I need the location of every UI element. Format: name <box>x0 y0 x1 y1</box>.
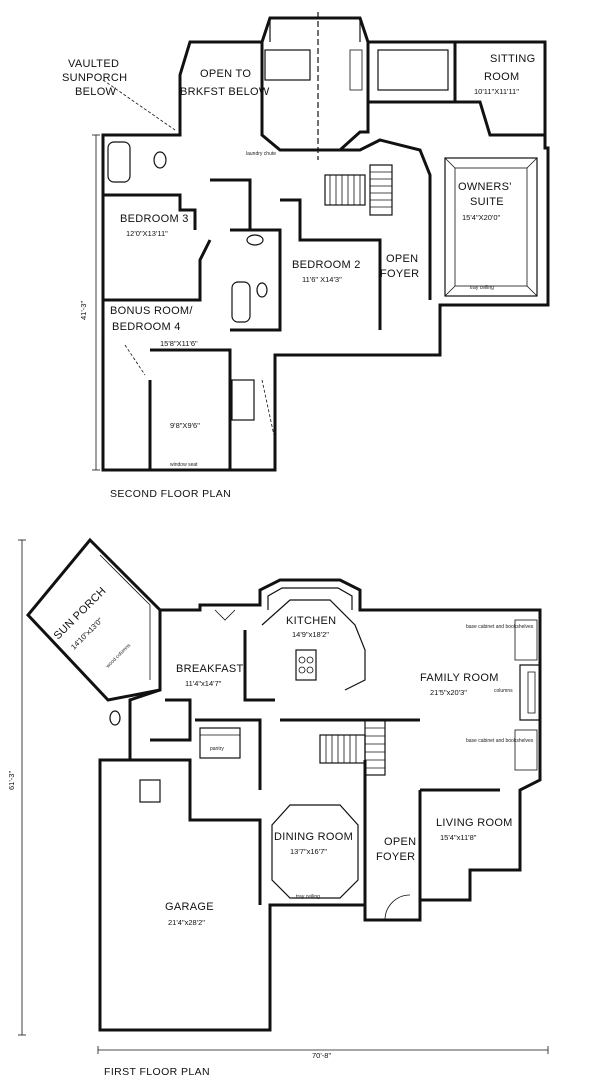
second-floor-outer-wall <box>101 16 550 472</box>
label-bedroom-2: BEDROOM 2 <box>292 259 361 271</box>
label-garage: GARAGE <box>165 901 214 913</box>
label-sunporch: SUNPORCH <box>62 72 127 84</box>
label-suite: SUITE <box>470 196 504 208</box>
label-foyer: FOYER <box>380 268 419 280</box>
base-cabinet-note-top: base cabinet and bookshelves <box>466 624 534 630</box>
kitchen-island <box>295 649 317 681</box>
first-floor-outer-wall <box>98 578 542 1032</box>
second-floor-caption: SECOND FLOOR PLAN <box>110 488 231 500</box>
first-floor-caption: FIRST FLOOR PLAN <box>104 1066 210 1078</box>
family-room-dimensions: 21'5"x20'3" <box>430 688 467 697</box>
small-room-dimensions: 9'8"X9'6" <box>170 421 200 430</box>
label-owners: OWNERS' <box>458 181 512 193</box>
bathtub-icon <box>107 141 131 183</box>
pantry <box>199 727 241 759</box>
sink-icon <box>246 234 264 246</box>
tray-ceiling-note: tray ceiling <box>470 285 494 291</box>
breakfast-dimensions: 11'4"x14'7" <box>185 679 222 688</box>
label-bonus-room: BONUS ROOM/ <box>110 305 193 317</box>
bedroom-3-dimensions: 12'0"X13'11" <box>126 229 168 238</box>
label-vaulted: VAULTED <box>68 58 119 70</box>
first-floor-bottom-dimension: 70'-8" <box>312 1051 331 1060</box>
second-floor-stairs <box>324 164 393 216</box>
label-kitchen: KITCHEN <box>286 615 336 627</box>
fireplace <box>519 664 541 721</box>
label-living-room: LIVING ROOM <box>436 817 513 829</box>
label-sitting-room: ROOM <box>484 71 519 83</box>
bedroom-2-dimensions: 11'6" X14'3" <box>302 275 342 284</box>
label-open-to: OPEN TO <box>200 68 251 80</box>
label-bedroom-4: BEDROOM 4 <box>112 321 181 333</box>
label-brkfst-below: BRKFST BELOW <box>180 86 270 98</box>
first-floor-plan <box>18 537 549 1054</box>
label-open: OPEN <box>384 836 416 848</box>
first-floor-stairs <box>319 719 386 776</box>
laundry-chute-note: laundry chute <box>246 151 276 157</box>
first-floor-side-dimension: 61'-3" <box>7 771 16 790</box>
window-seat-note: window seat <box>170 462 198 468</box>
columns-note: columns <box>494 688 513 694</box>
owners-suite-dimensions: 15'4"X20'0" <box>462 213 501 222</box>
sun-porch-walls <box>26 537 162 702</box>
owners-suite-tray-ceiling <box>444 157 538 297</box>
wood-columns-note: wood columns <box>105 642 132 669</box>
label-open: OPEN <box>386 253 418 265</box>
label-sitting: SITTING <box>490 53 536 65</box>
toilet-icon <box>153 151 167 169</box>
living-room-dimensions: 15'4"x11'8" <box>440 833 477 842</box>
dining-room-tray-ceiling <box>271 804 359 899</box>
garage-dimensions: 21'4"x28'2" <box>168 918 205 927</box>
label-foyer: FOYER <box>376 851 415 863</box>
second-floor-side-dimension: 41'-3" <box>79 301 88 320</box>
base-cabinet-note-bottom: base cabinet and bookshelves <box>466 738 534 744</box>
kitchen-dimensions: 14'9"x18'2" <box>292 630 329 639</box>
dining-room-dimensions: 13'7"x16'7" <box>290 847 327 856</box>
bathtub-icon <box>231 281 251 323</box>
sitting-room-dimensions: 10'11"X11'11" <box>474 87 519 96</box>
pantry-note: pantry <box>210 746 224 752</box>
label-below: BELOW <box>75 86 117 98</box>
label-family-room: FAMILY ROOM <box>420 672 499 684</box>
toilet-icon <box>109 710 121 726</box>
label-breakfast: BREAKFAST <box>176 663 244 675</box>
tray-ceiling-note: tray ceiling <box>296 894 320 900</box>
label-dining-room: DINING ROOM <box>274 831 353 843</box>
bonus-room-dimensions: 15'8"X11'6" <box>160 339 198 348</box>
second-floor-plan <box>92 12 550 472</box>
label-bedroom-3: BEDROOM 3 <box>120 213 189 225</box>
